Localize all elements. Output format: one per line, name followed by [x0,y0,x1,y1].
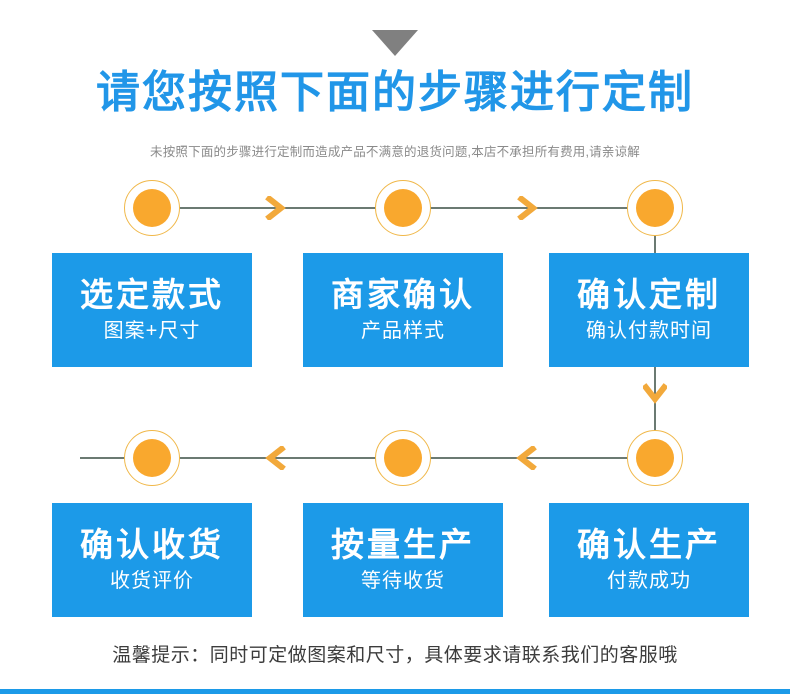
page-title: 请您按照下面的步骤进行定制 [96,68,694,117]
row2-connector-line [80,457,656,459]
step-box-2[interactable]: 商家确认 产品样式 [303,253,503,367]
step-box-5[interactable]: 按量生产 等待收货 [303,503,503,617]
step-node-1 [124,180,180,236]
step-box-3-subtitle: 确认付款时间 [586,319,712,342]
page-subtitle: 未按照下面的步骤进行定制而造成产品不满意的退货问题,本店不承担所有费用,请亲谅解 [150,145,640,159]
step-box-3-title: 确认定制 [577,276,721,314]
step-node-5 [375,430,431,486]
bottom-accent-bar [0,689,790,694]
step-node-5-dot [384,439,422,477]
step-node-6 [627,430,683,486]
step-node-4-dot [133,439,171,477]
step-box-2-subtitle: 产品样式 [361,319,445,342]
step-box-6-subtitle: 付款成功 [607,569,691,592]
step-box-2-title: 商家确认 [331,276,475,314]
step-box-5-subtitle: 等待收货 [361,569,445,592]
rows-connector-line [654,367,656,458]
step-node-4 [124,430,180,486]
step-box-4-title: 确认收货 [80,526,224,564]
step-node-3-dot [636,189,674,227]
step-node-2 [375,180,431,236]
step-box-1[interactable]: 选定款式 图案+尺寸 [52,253,252,367]
step-box-6[interactable]: 确认生产 付款成功 [549,503,749,617]
step-box-1-title: 选定款式 [80,276,224,314]
step-node-3 [627,180,683,236]
step-node-6-dot [636,439,674,477]
rows-connector-chevron-down-icon [643,382,667,404]
step-box-4[interactable]: 确认收货 收货评价 [52,503,252,617]
step-node-2-dot [384,189,422,227]
step-box-5-title: 按量生产 [331,526,475,564]
step-box-1-subtitle: 图案+尺寸 [103,319,201,342]
step-box-6-title: 确认生产 [577,526,721,564]
row2-chevron-left-icon-2 [516,446,538,470]
footer-note: 温馨提示：同时可定做图案和尺寸，具体要求请联系我们的客服哦 [112,645,678,666]
row1-node3-down-stub [654,236,656,256]
row2-chevron-left-icon-1 [265,446,287,470]
row1-chevron-right-icon-2 [516,196,538,220]
row1-chevron-right-icon-1 [264,196,286,220]
step-box-3[interactable]: 确认定制 确认付款时间 [549,253,749,367]
top-chevron-down-icon [0,30,790,56]
step-box-4-subtitle: 收货评价 [110,569,194,592]
step-node-1-dot [133,189,171,227]
